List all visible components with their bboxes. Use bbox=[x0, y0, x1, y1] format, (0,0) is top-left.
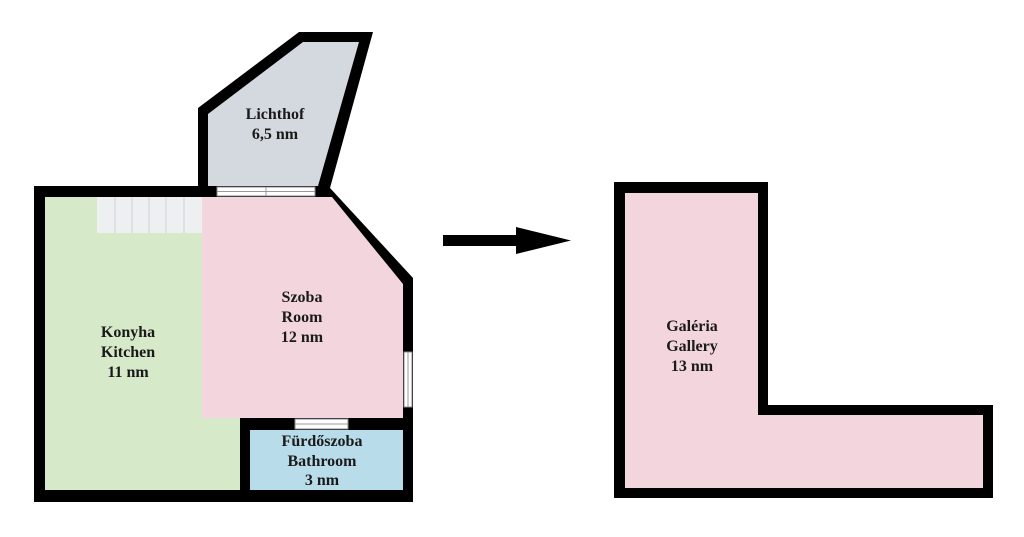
arrow-right-icon bbox=[443, 227, 571, 254]
lichthof-label: Lichthof bbox=[246, 106, 305, 123]
room-label-hu: Szoba bbox=[282, 289, 323, 306]
bathroom-area bbox=[250, 430, 403, 490]
gallery-label-hu: Galéria bbox=[666, 318, 718, 335]
room-area-label: 12 nm bbox=[281, 329, 324, 346]
stairs bbox=[97, 197, 202, 233]
gallery-area bbox=[625, 193, 983, 488]
window-room-east bbox=[403, 351, 413, 408]
gallery-area-label: 13 nm bbox=[671, 358, 714, 375]
window-bathroom bbox=[294, 418, 349, 430]
lichthof-area-label: 6,5 nm bbox=[252, 126, 299, 143]
lichthof-area bbox=[208, 42, 359, 186]
window-lichthof bbox=[216, 186, 316, 197]
kitchen-label-en: Kitchen bbox=[101, 344, 155, 361]
kitchen-area-label: 11 nm bbox=[107, 364, 149, 381]
gallery-label-en: Gallery bbox=[666, 338, 718, 355]
room-label-en: Room bbox=[282, 309, 324, 326]
bathroom-label-en: Bathroom bbox=[287, 453, 357, 470]
kitchen-label-hu: Konyha bbox=[101, 324, 155, 341]
room-area bbox=[202, 197, 403, 418]
bathroom-area-label: 3 nm bbox=[305, 472, 340, 489]
kitchen-area bbox=[45, 197, 240, 490]
bathroom-label-hu: Fürdőszoba bbox=[282, 433, 363, 450]
